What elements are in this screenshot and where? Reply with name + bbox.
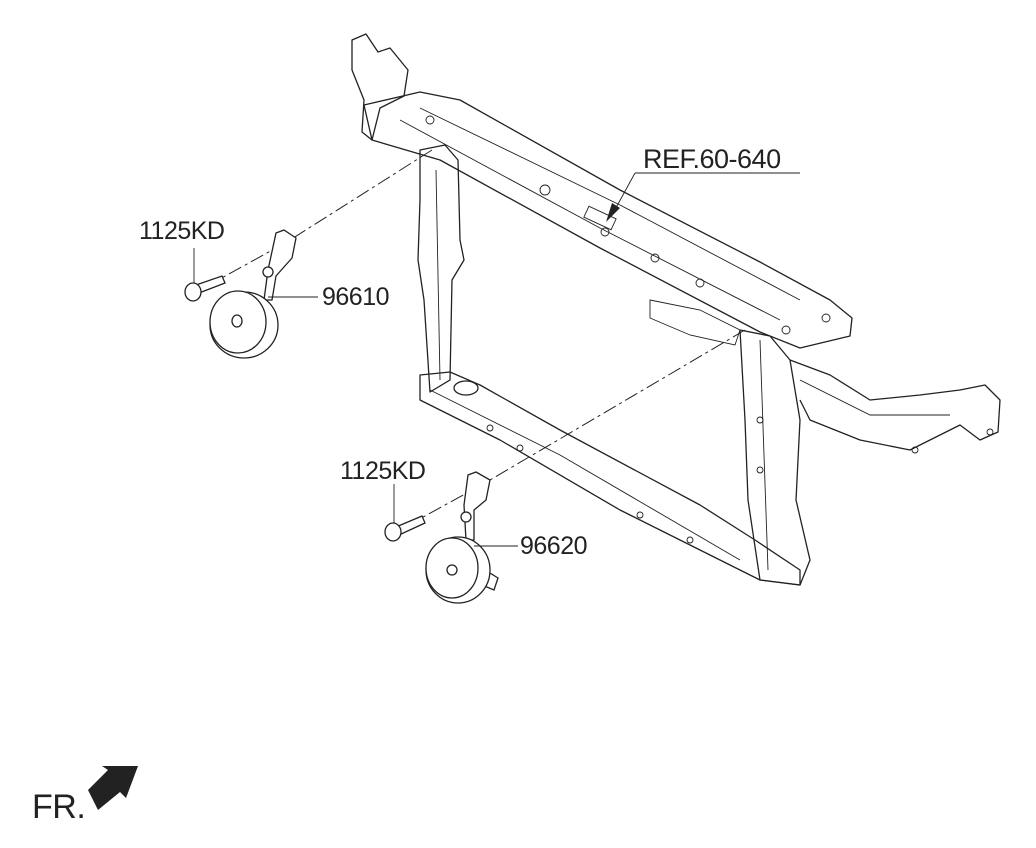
bolt-label-upper: 1125KD: [139, 217, 225, 245]
mount-line-lower: [404, 329, 746, 528]
front-arrow-icon: [88, 766, 138, 810]
radiator-support-frame: [351, 33, 1001, 586]
horn-label-upper: 96610: [322, 283, 390, 311]
ref-label: REF.60-640: [643, 144, 781, 174]
front-label: FR.: [32, 788, 86, 826]
horn-96620: [425, 471, 518, 604]
ref-leader: [606, 172, 800, 222]
bolt-1125KD-upper: [184, 248, 226, 302]
mount-line-upper: [199, 149, 433, 291]
bolt-1125KD-lower: [384, 484, 426, 542]
horn-label-lower: 96620: [520, 532, 588, 560]
horn-96610: [209, 229, 318, 359]
bolt-label-lower: 1125KD: [340, 457, 426, 485]
